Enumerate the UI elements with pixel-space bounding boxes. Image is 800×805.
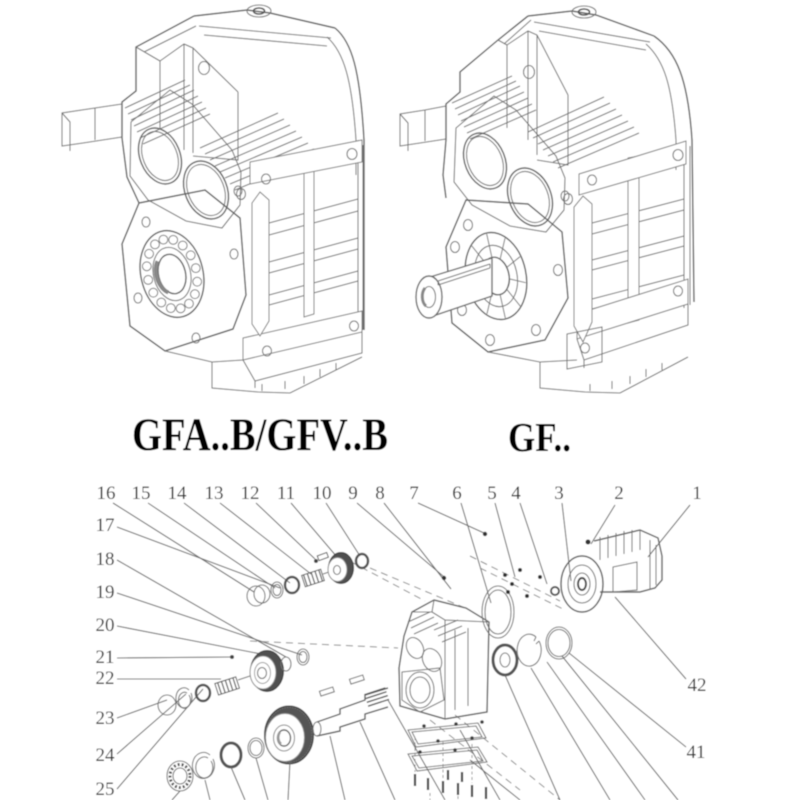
svg-text:21: 21 xyxy=(96,647,115,668)
svg-text:18: 18 xyxy=(96,549,115,570)
svg-text:22: 22 xyxy=(96,668,115,689)
svg-text:9: 9 xyxy=(348,483,358,504)
svg-text:7: 7 xyxy=(409,483,419,504)
svg-text:8: 8 xyxy=(375,483,385,504)
svg-text:12: 12 xyxy=(241,483,260,504)
svg-text:17: 17 xyxy=(96,515,115,536)
svg-text:2: 2 xyxy=(614,483,624,504)
svg-text:GF..: GF.. xyxy=(508,414,571,460)
svg-text:20: 20 xyxy=(96,615,115,636)
svg-text:19: 19 xyxy=(96,582,115,603)
svg-text:16: 16 xyxy=(97,483,116,504)
svg-text:3: 3 xyxy=(554,483,564,504)
svg-text:11: 11 xyxy=(277,483,295,504)
svg-text:13: 13 xyxy=(205,483,224,504)
svg-text:42: 42 xyxy=(688,675,707,696)
svg-text:24: 24 xyxy=(96,745,116,766)
svg-text:4: 4 xyxy=(511,483,521,504)
svg-text:25: 25 xyxy=(96,779,115,800)
svg-text:1: 1 xyxy=(692,483,702,504)
svg-text:23: 23 xyxy=(96,708,115,729)
svg-text:5: 5 xyxy=(487,483,497,504)
svg-text:41: 41 xyxy=(687,742,706,763)
svg-text:14: 14 xyxy=(168,483,188,504)
svg-text:15: 15 xyxy=(132,483,151,504)
svg-text:10: 10 xyxy=(313,483,332,504)
svg-text:6: 6 xyxy=(452,483,462,504)
svg-text:GFA..B/GFV..B: GFA..B/GFV..B xyxy=(132,409,388,461)
